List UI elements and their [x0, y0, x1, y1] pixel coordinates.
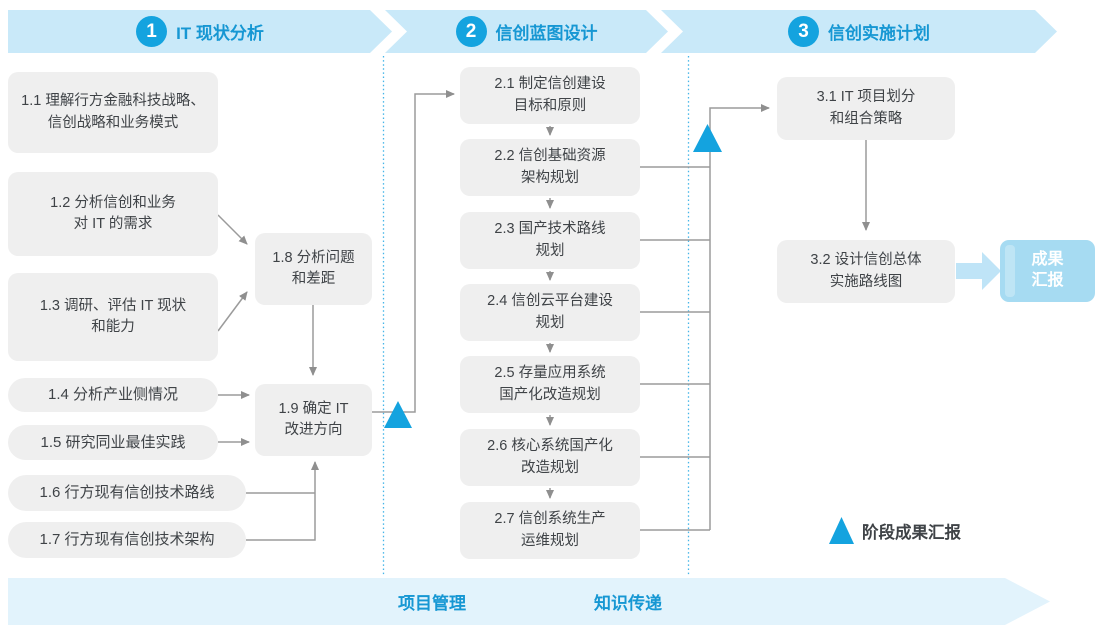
step-2-2-line2: 架构规划 [521, 169, 579, 186]
step-2-1-line1: 2.1 制定信创建设 [494, 76, 606, 93]
step-2-7: 2.7 信创系统生产 运维规划 [460, 502, 640, 559]
phase2-to-phase3-trunk [640, 104, 870, 531]
step-2-4: 2.4 信创云平台建设 规划 [460, 284, 640, 341]
result-arrow [956, 252, 1001, 290]
step-1-1-line2: 信创战略和业务模式 [47, 114, 179, 131]
phase-title-1: IT 现状分析 [176, 24, 264, 43]
step-3-2-line1: 3.2 设计信创总体 [810, 252, 922, 269]
result-report-line2: 汇报 [1031, 272, 1064, 289]
step-2-1: 2.1 制定信创建设 目标和原则 [460, 67, 640, 124]
phase-number-badge-2: 2 [456, 16, 487, 47]
step-2-4-line1: 2.4 信创云平台建设 [487, 293, 613, 310]
step-2-6: 2.6 核心系统国产化 改造规划 [460, 429, 640, 486]
step-1-2-line2: 对 IT 的需求 [73, 216, 153, 232]
step-2-5-line1: 2.5 存量应用系统 [494, 365, 606, 382]
step-1-7: 1.7 行方现有信创技术架构 [8, 522, 246, 558]
step-1-5-line1: 1.5 研究同业最佳实践 [40, 433, 186, 451]
step-1-3-line2: 和能力 [91, 319, 135, 335]
step-2-5-line2: 国产化改造规划 [499, 386, 601, 403]
step-2-3-line2: 规划 [535, 242, 565, 259]
milestone-triangle-phase2 [693, 124, 722, 152]
step-2-2: 2.2 信创基础资源 架构规划 [460, 139, 640, 196]
step-3-2-line2: 实施路线图 [829, 273, 903, 290]
step-1-2: 1.2 分析信创和业务 对 IT 的需求 [8, 172, 218, 256]
step-1-6-line1: 1.6 行方现有信创技术路线 [39, 484, 215, 502]
phase1-connectors [217, 90, 455, 541]
phase-title-2: 信创蓝图设计 [495, 24, 598, 43]
step-1-7-line1: 1.7 行方现有信创技术架构 [39, 531, 215, 549]
result-report-line1: 成果 [1031, 251, 1064, 269]
phase-title-3: 信创实施计划 [828, 24, 930, 43]
phase-banner-3: 3 信创实施计划 [661, 10, 1057, 53]
step-3-1-line1: 3.1 IT 项目划分 [816, 89, 916, 106]
step-2-2-line1: 2.2 信创基础资源 [494, 148, 606, 165]
step-1-9-line2: 改进方向 [284, 422, 343, 438]
step-3-2: 3.2 设计信创总体 实施路线图 [777, 240, 955, 303]
step-1-3-line1: 1.3 调研、评估 IT 现状 [39, 297, 187, 314]
step-3-1: 3.1 IT 项目划分 和组合策略 [777, 77, 955, 140]
step-2-3-line1: 2.3 国产技术路线 [494, 221, 606, 238]
step-1-4-line1: 1.4 分析产业侧情况 [47, 386, 179, 404]
phase-number-badge-1: 1 [136, 16, 167, 47]
step-3-1-line2: 和组合策略 [829, 110, 903, 127]
footer-item-knowledge-transfer: 知识传递 [594, 594, 662, 613]
footer-banner: 项目管理 知识传递 [8, 578, 1050, 625]
legend-milestone-label: 阶段成果汇报 [862, 524, 961, 542]
step-2-7-line1: 2.7 信创系统生产 [494, 511, 606, 528]
milestone-triangle-phase1 [384, 401, 412, 428]
step-1-9: 1.9 确定 IT 改进方向 [255, 384, 372, 456]
phase-number-badge-3: 3 [788, 16, 819, 47]
step-1-4: 1.4 分析产业侧情况 [8, 378, 218, 412]
step-1-8-line2: 和差距 [291, 271, 336, 287]
footer-item-project-management: 项目管理 [398, 594, 466, 613]
step-2-4-line2: 规划 [535, 314, 565, 331]
step-1-8: 1.8 分析问题 和差距 [255, 233, 372, 305]
phase-banner-1: 1 IT 现状分析 [8, 10, 392, 53]
step-2-1-line2: 目标和原则 [513, 97, 587, 114]
step-2-3: 2.3 国产技术路线 规划 [460, 212, 640, 269]
phase-banner-2: 2 信创蓝图设计 [385, 10, 668, 53]
step-2-5: 2.5 存量应用系统 国产化改造规划 [460, 356, 640, 413]
step-1-9-line1: 1.9 确定 IT [278, 400, 349, 417]
step-1-6: 1.6 行方现有信创技术路线 [8, 475, 246, 511]
step-1-1-line1: 1.1 理解行方金融科技战略、 [21, 93, 205, 110]
step-1-2-line1: 1.2 分析信创和业务 [50, 194, 176, 211]
step-1-5: 1.5 研究同业最佳实践 [8, 425, 218, 460]
legend-triangle-icon [829, 517, 854, 544]
result-report-box: 成果 汇报 [1000, 240, 1095, 302]
step-2-6-line1: 2.6 核心系统国产化 [487, 438, 613, 455]
step-1-3: 1.3 调研、评估 IT 现状 和能力 [8, 273, 218, 361]
step-1-1: 1.1 理解行方金融科技战略、 信创战略和业务模式 [8, 72, 218, 153]
step-2-6-line2: 改造规划 [521, 459, 579, 476]
step-1-8-line1: 1.8 分析问题 [272, 249, 355, 266]
step-2-7-line2: 运维规划 [521, 532, 579, 549]
